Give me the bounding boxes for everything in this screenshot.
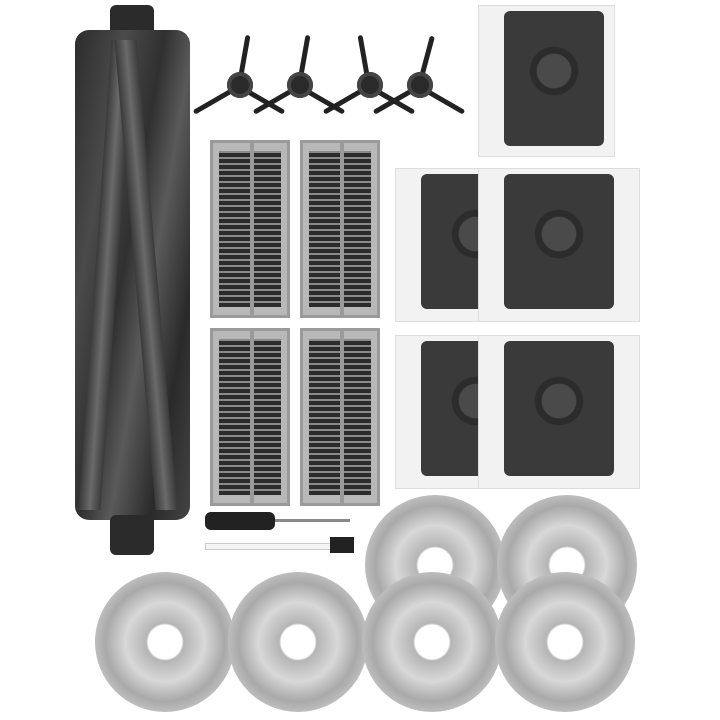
side-brush — [372, 35, 466, 130]
cleaning-brush — [205, 543, 332, 550]
mop-pad — [95, 572, 235, 712]
screwdriver — [205, 512, 275, 530]
mop-pad — [495, 572, 635, 712]
main-roller-brush — [75, 30, 190, 520]
roller-bottom-cap — [110, 515, 154, 555]
hepa-filter — [300, 140, 380, 318]
side-brush — [192, 34, 286, 130]
side-brush — [252, 34, 346, 130]
mop-pad — [362, 572, 502, 712]
screwdriver-shaft — [275, 519, 350, 522]
hepa-filter — [300, 328, 380, 506]
dust-bag — [478, 335, 640, 489]
hepa-filter — [210, 140, 290, 318]
cleaning-brush-bristles — [330, 537, 354, 553]
dust-bag — [478, 5, 615, 157]
side-brush — [322, 34, 416, 130]
hepa-filter — [210, 328, 290, 506]
dust-bag — [478, 168, 640, 322]
mop-pad — [228, 572, 368, 712]
